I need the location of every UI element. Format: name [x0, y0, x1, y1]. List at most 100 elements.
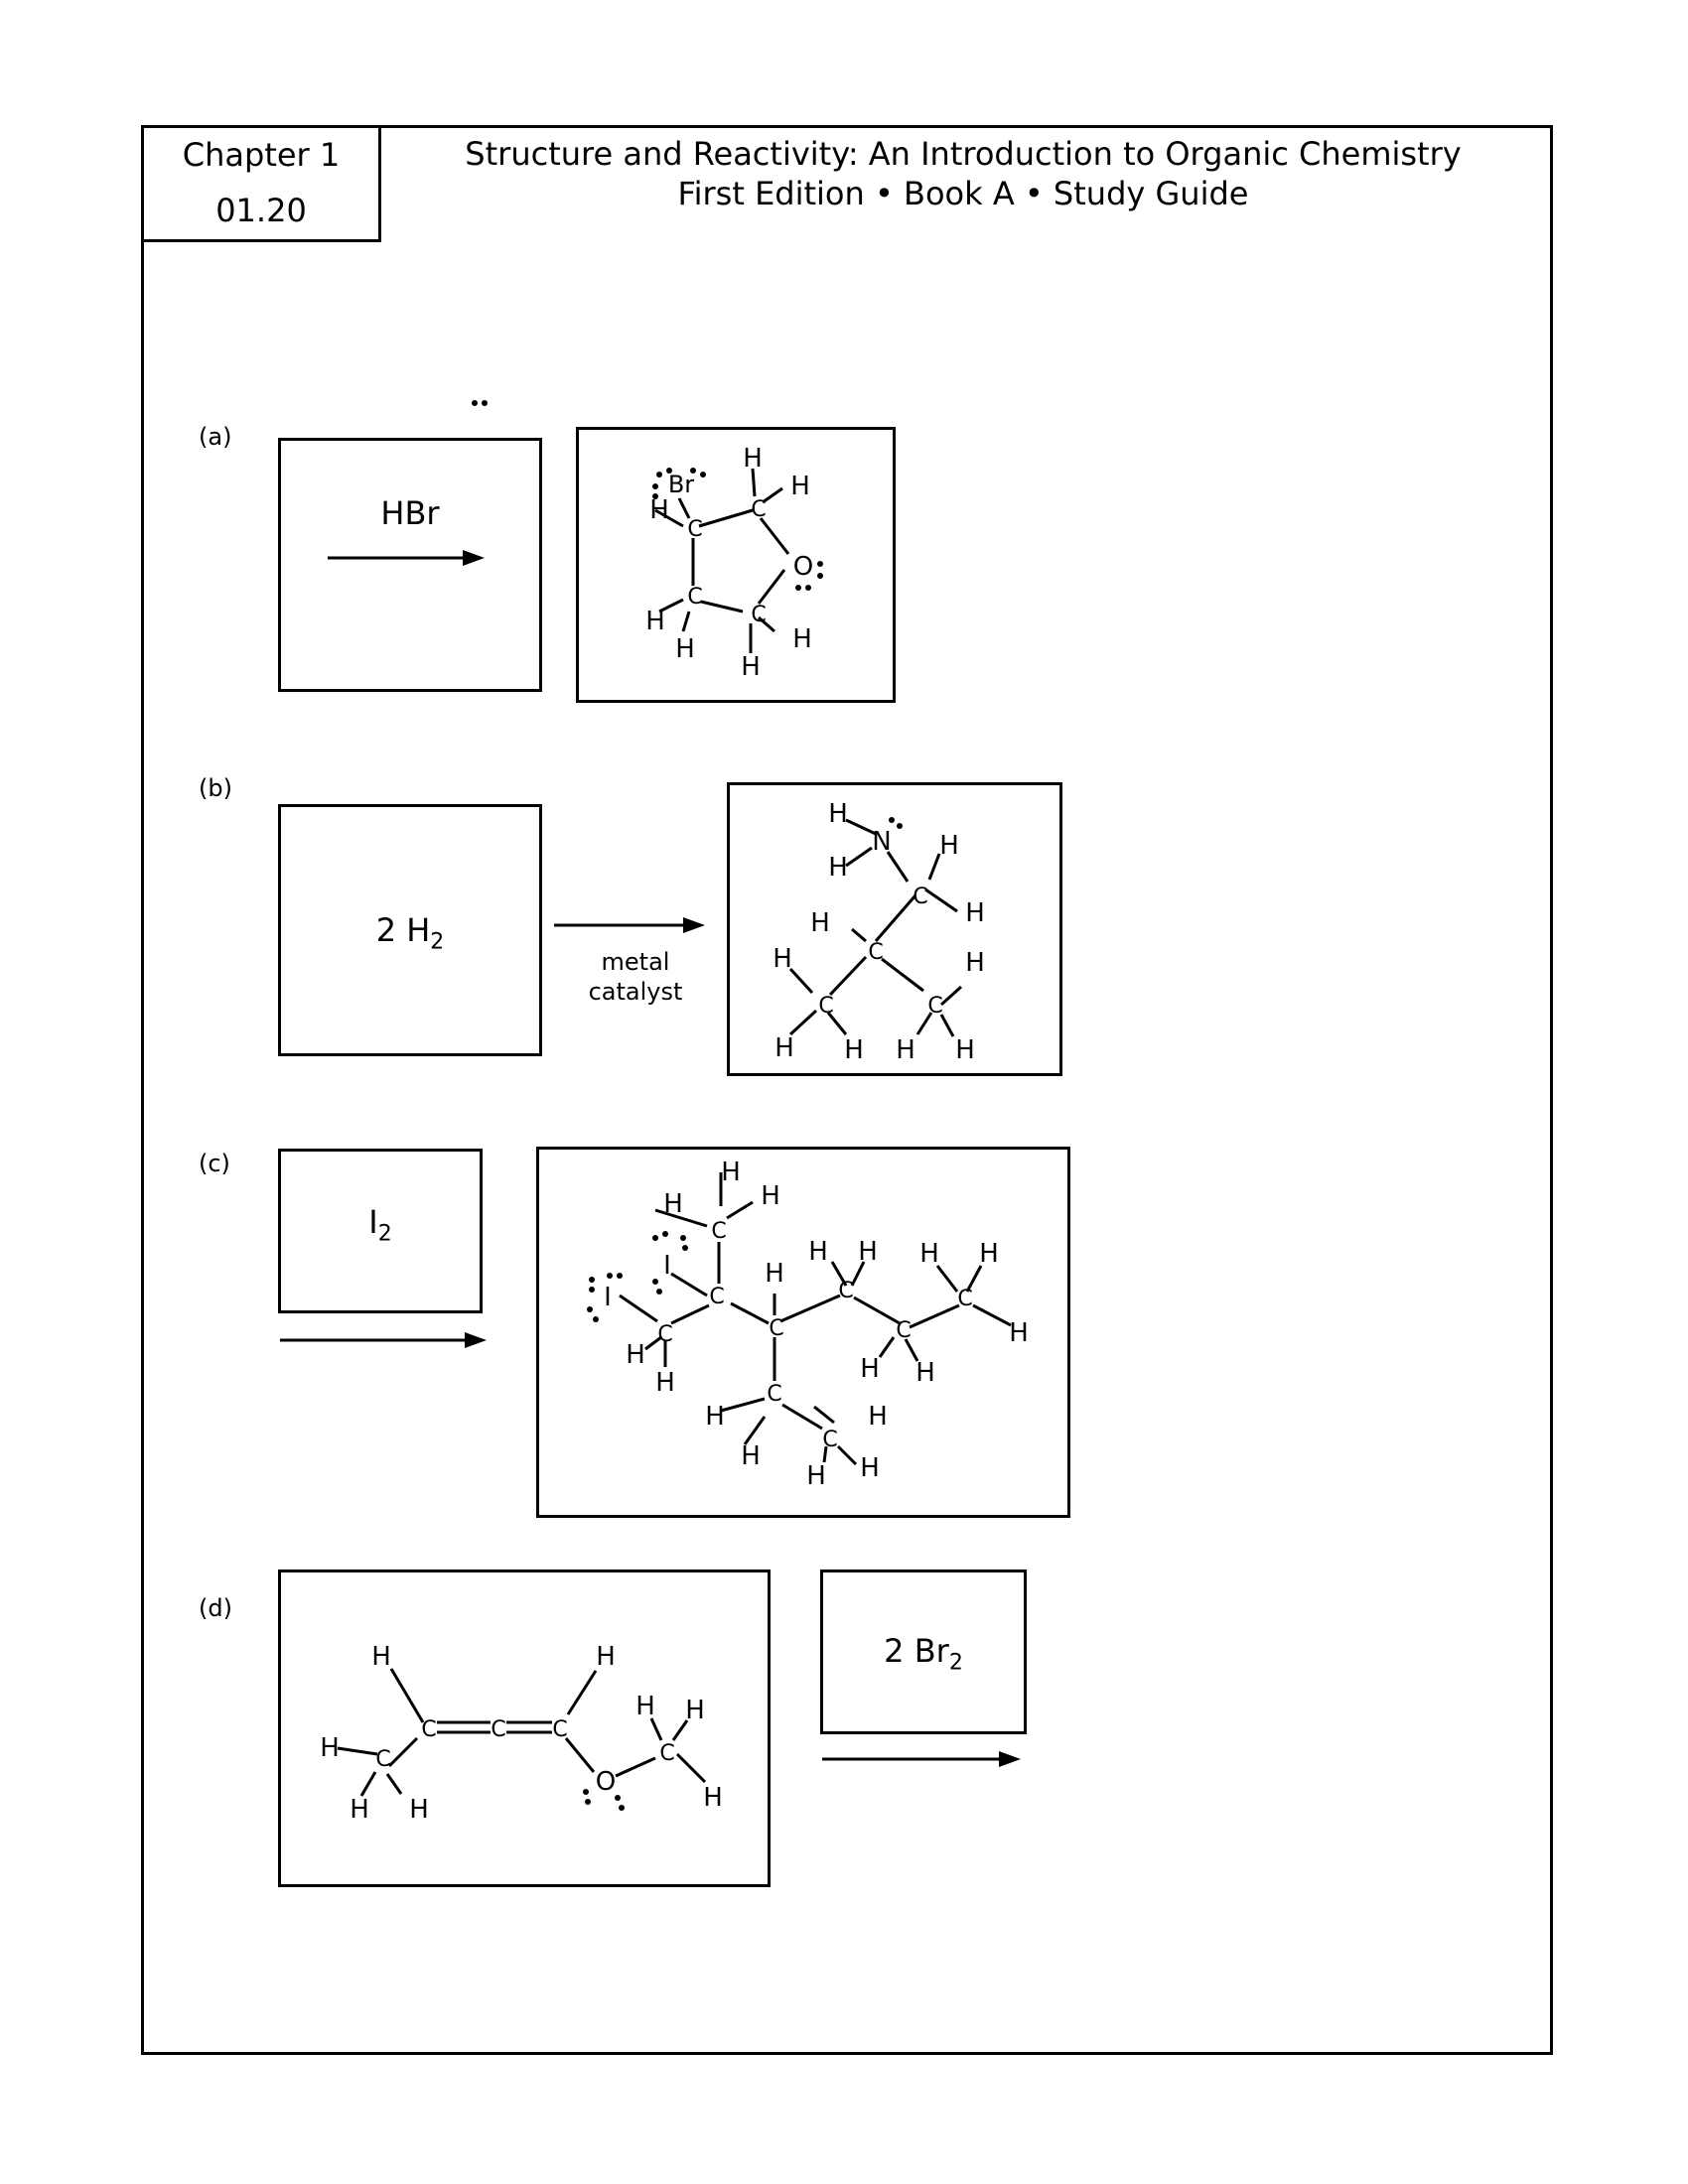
svg-text:H: H — [810, 908, 830, 938]
svg-text:C: C — [711, 1219, 726, 1244]
svg-text:H: H — [626, 1340, 645, 1370]
svg-text:H: H — [939, 831, 959, 861]
svg-text:H: H — [655, 1368, 675, 1398]
svg-text:H: H — [844, 1035, 864, 1065]
svg-text:C: C — [657, 1322, 672, 1347]
svg-text:H: H — [792, 624, 812, 654]
problem-a-product-structure: CC CC O Br HH HH HH H — [645, 444, 823, 682]
svg-text:H: H — [721, 1158, 741, 1187]
svg-text:C: C — [767, 1382, 781, 1407]
svg-text:H: H — [645, 607, 665, 636]
problem-b-label: (b) — [199, 774, 232, 802]
svg-text:H: H — [828, 853, 848, 883]
svg-text:C: C — [421, 1717, 436, 1742]
stray-lone-pair — [472, 400, 488, 406]
svg-text:C: C — [375, 1747, 390, 1772]
svg-text:H: H — [965, 948, 985, 978]
svg-text:C: C — [769, 1316, 783, 1341]
svg-text:C: C — [838, 1279, 853, 1303]
svg-text:C: C — [491, 1717, 505, 1742]
svg-text:O: O — [596, 1767, 616, 1797]
problem-d-reagent: 2 Br2 — [820, 1632, 1027, 1675]
chapter-label: Chapter 1 — [182, 136, 341, 174]
book-title: Structure and Reactivity: An Introductio… — [465, 135, 1462, 173]
svg-text:C: C — [659, 1741, 674, 1766]
svg-text:H: H — [955, 1035, 975, 1065]
problem-a-arrow — [328, 550, 485, 566]
svg-text:H: H — [685, 1696, 705, 1725]
svg-text:C: C — [709, 1285, 724, 1309]
svg-text:H: H — [765, 1259, 784, 1289]
svg-text:C: C — [896, 1318, 911, 1343]
problem-c-arrow — [280, 1332, 487, 1348]
svg-text:I: I — [663, 1251, 671, 1281]
svg-text:H: H — [371, 1642, 391, 1672]
svg-text:H: H — [703, 1783, 723, 1813]
svg-text:H: H — [915, 1358, 935, 1388]
svg-text:H: H — [743, 444, 763, 474]
problem-b-reagent-text: 2 H — [375, 911, 431, 949]
problem-a-product-box — [576, 427, 896, 703]
svg-text:H: H — [663, 1189, 683, 1219]
svg-text:C: C — [913, 885, 927, 909]
svg-text:C: C — [822, 1428, 837, 1452]
svg-text:I: I — [604, 1283, 612, 1312]
svg-text:H: H — [761, 1181, 780, 1211]
svg-text:H: H — [896, 1035, 915, 1065]
book-subtitle: First Edition • Book A • Study Guide — [677, 175, 1249, 212]
problem-a-reagent: HBr — [380, 494, 440, 532]
svg-text:C: C — [927, 994, 942, 1019]
svg-text:H: H — [790, 472, 810, 501]
problem-d-reagent-box — [820, 1570, 1027, 1734]
problem-c-reagent-text: I — [368, 1203, 378, 1241]
problem-a-reagent-box — [278, 438, 542, 692]
problem-d-reagent-text: 2 Br — [884, 1632, 949, 1670]
svg-text:C: C — [687, 517, 702, 542]
svg-text:C: C — [868, 940, 883, 965]
problem-b-reagent: 2 H2 — [278, 911, 542, 954]
svg-text:C: C — [687, 585, 702, 610]
svg-text:C: C — [818, 994, 833, 1019]
svg-text:H: H — [919, 1239, 939, 1269]
problem-c-reagent-box — [278, 1149, 483, 1313]
problem-b-product-box — [727, 782, 1062, 1076]
svg-text:H: H — [741, 652, 761, 682]
svg-text:H: H — [675, 634, 695, 664]
svg-text:H: H — [596, 1642, 616, 1672]
svg-text:H: H — [773, 944, 792, 974]
svg-text:H: H — [350, 1795, 369, 1825]
svg-text:H: H — [806, 1461, 826, 1491]
problem-d-label: (d) — [199, 1594, 232, 1622]
svg-text:C: C — [957, 1287, 972, 1311]
svg-text:C: C — [751, 497, 766, 522]
svg-text:H: H — [649, 495, 669, 525]
svg-text:H: H — [808, 1237, 828, 1267]
problem-a-label: (a) — [199, 423, 232, 451]
problem-d-reactant-box — [278, 1570, 771, 1887]
svg-text:H: H — [409, 1795, 429, 1825]
problem-c-reagent: I2 — [278, 1203, 483, 1246]
problem-c-reagent-sub: 2 — [377, 1221, 392, 1247]
problem-b-arrow — [554, 917, 705, 933]
svg-text:H: H — [741, 1441, 761, 1471]
chapter-box: Chapter 1 01.20 — [141, 125, 381, 242]
problem-c-label: (c) — [199, 1150, 230, 1177]
problem-b-condition-line1: metal — [601, 948, 670, 976]
svg-text:H: H — [979, 1239, 999, 1269]
problem-d-reagent-sub: 2 — [948, 1650, 963, 1676]
svg-text:H: H — [965, 898, 985, 928]
problem-b-condition: metal catalyst — [566, 947, 705, 1007]
problem-d-arrow — [822, 1751, 1021, 1767]
problem-b-condition-line2: catalyst — [588, 978, 683, 1006]
chapter-number: 01.20 — [215, 192, 307, 229]
svg-text:N: N — [872, 827, 891, 857]
svg-text:H: H — [320, 1733, 340, 1763]
svg-text:Br: Br — [668, 471, 694, 498]
svg-text:H: H — [828, 799, 848, 829]
svg-text:H: H — [860, 1453, 880, 1483]
problem-b-reagent-sub: 2 — [430, 929, 445, 955]
svg-text:H: H — [1009, 1318, 1029, 1348]
